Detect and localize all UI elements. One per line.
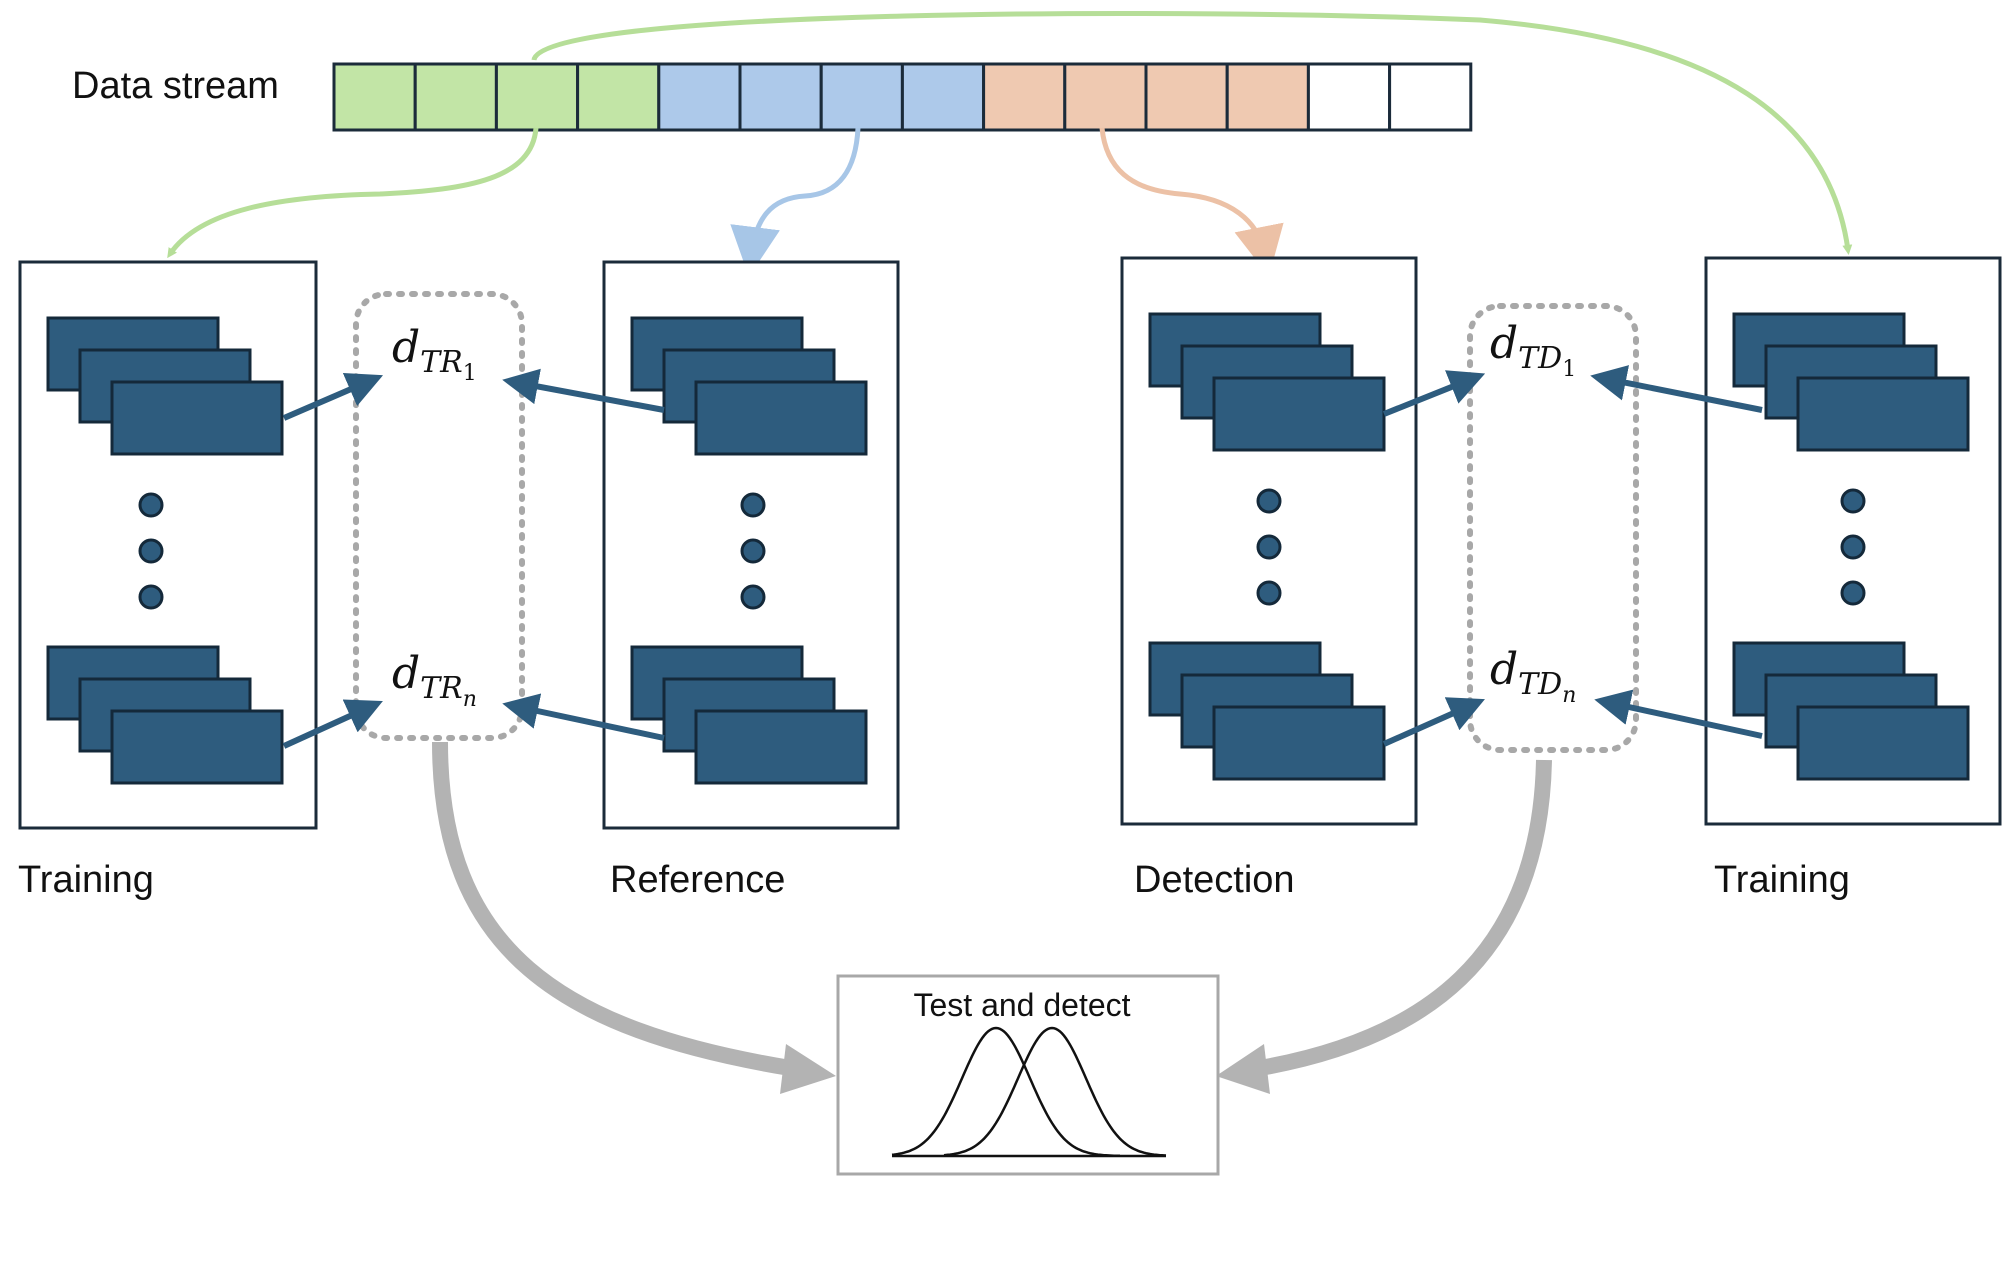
model-stack <box>630 645 868 785</box>
stream-cell <box>1063 62 1148 132</box>
blue-arrow-to-reference <box>730 127 861 277</box>
stream-cell <box>738 62 823 132</box>
distance-td-1: dTD1 <box>1490 318 1576 382</box>
data-stream-bar <box>332 62 1473 132</box>
panel-4: Training <box>1704 256 2002 901</box>
arrow-training2-to-tdn <box>1594 689 1763 739</box>
ellipsis-dots-icon <box>1840 488 1866 606</box>
model-card <box>110 380 284 456</box>
stream-cell <box>819 62 904 132</box>
arrow-reference-to-trn <box>502 693 665 741</box>
green-arrow-to-training-right <box>531 10 1853 255</box>
model-card <box>1212 705 1386 781</box>
ellipsis-dots-icon <box>1256 488 1282 606</box>
stream-cell <box>413 62 498 132</box>
ellipsis-dots-icon <box>740 492 766 610</box>
model-stack <box>1732 641 1970 781</box>
stream-cell <box>1225 62 1310 132</box>
model-card <box>694 709 868 785</box>
panel-label: Training <box>1714 859 1850 901</box>
model-card <box>694 380 868 456</box>
panel-label: Detection <box>1134 859 1295 901</box>
model-stack <box>46 645 284 785</box>
panel-label: Training <box>18 859 154 901</box>
model-card <box>110 709 284 785</box>
gray-arrowhead-left <box>780 1044 836 1094</box>
gray-arrowhead-right <box>1216 1044 1270 1094</box>
distance-box-tr <box>353 291 525 741</box>
model-stack <box>1148 641 1386 781</box>
distance-td-n: dTDn <box>1490 644 1576 708</box>
stream-cell <box>494 62 580 132</box>
panel-2: Reference <box>602 260 900 901</box>
gray-arrow-left <box>432 741 792 1076</box>
model-stack <box>1148 312 1386 452</box>
arrow-training-to-trn <box>282 699 383 749</box>
data-stream-label: Data stream <box>72 65 279 107</box>
stream-cell <box>1306 62 1392 132</box>
gray-arrow-right <box>1258 759 1552 1076</box>
panel-1: Training <box>18 260 318 901</box>
stream-cell <box>1388 62 1473 132</box>
stream-cell <box>982 62 1067 132</box>
arrow-detection-to-td1 <box>1382 370 1486 417</box>
ellipsis-dots-icon <box>138 492 164 610</box>
model-stack <box>1732 312 1970 452</box>
stream-cell <box>576 62 661 132</box>
panel-label: Reference <box>610 859 785 901</box>
stream-cell <box>332 62 417 132</box>
stream-cell <box>900 62 986 132</box>
model-card <box>1796 376 1970 452</box>
model-stack <box>630 316 868 456</box>
green-arrow-to-training <box>167 127 539 259</box>
arrow-training-to-tr1 <box>282 372 384 421</box>
test-and-detect-title: Test and detect <box>913 987 1130 1023</box>
stream-cell <box>1144 62 1229 132</box>
distance-box-td <box>1467 303 1639 753</box>
panel-3: Detection <box>1120 256 1418 901</box>
model-card <box>1796 705 1970 781</box>
distance-tr-1: dTR1 <box>392 322 477 386</box>
arrow-reference-to-tr1 <box>502 368 665 413</box>
stream-cell <box>657 62 742 132</box>
arrow-training2-to-td1 <box>1590 365 1763 413</box>
distance-tr-n: dTRn <box>392 648 477 712</box>
model-stack <box>46 316 284 456</box>
arrow-detection-to-tdn <box>1382 697 1485 747</box>
model-card <box>1212 376 1386 452</box>
orange-arrow-to-detection <box>1099 127 1284 277</box>
bell-curve-icon <box>891 1026 1167 1158</box>
